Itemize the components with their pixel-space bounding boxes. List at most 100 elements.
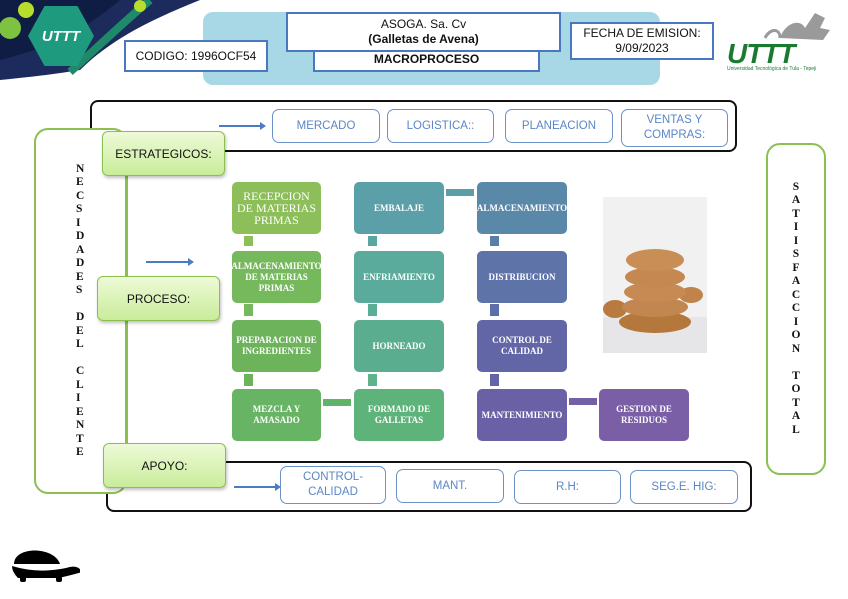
step-label: GESTION DE RESIDUOS: [616, 404, 672, 425]
bar-letter: A: [791, 275, 801, 288]
item-label: LOGISTICA::: [406, 119, 475, 132]
item-label: SEG.E. HIG:: [651, 480, 717, 493]
step-label: ALMACENAMIENTO DE MATERIAS PRIMAS: [231, 260, 322, 293]
bar-letter: I: [76, 216, 81, 229]
step-connector: [244, 374, 253, 386]
bar-letter: E: [76, 324, 84, 337]
strategic-item-mercado[interactable]: MERCADO: [272, 109, 380, 143]
step-label: DISTRIBUCION: [488, 271, 556, 282]
strategic-item-logistica[interactable]: LOGISTICA::: [387, 109, 494, 143]
bar-letter: T: [792, 396, 800, 409]
step-mezcla-amasado[interactable]: MEZCLA Y AMASADO: [232, 389, 321, 441]
bar-letter: S: [76, 203, 83, 215]
bar-letter: D: [76, 257, 85, 269]
step-label: HORNEADO: [372, 340, 426, 351]
step-almacenamiento[interactable]: ALMACENAMIENTO: [477, 182, 567, 234]
bar-letter: I: [793, 234, 799, 247]
bar-letter: A: [76, 243, 85, 256]
bar-letter: C: [791, 288, 801, 301]
step-preparacion-ingredientes[interactable]: PREPARACION DE INGREDIENTES: [232, 320, 321, 372]
bar-letter: S: [792, 180, 800, 193]
support-item-mant[interactable]: MANT.: [396, 469, 504, 503]
item-label: MANT.: [432, 479, 468, 492]
macroproceso-title: MACROPROCESO: [373, 51, 480, 66]
step-horneado[interactable]: HORNEADO: [354, 320, 444, 372]
fecha-value: 9/09/2023: [615, 41, 669, 55]
step-label: MEZCLA Y AMASADO: [252, 404, 301, 425]
bar-letter: T: [792, 207, 800, 220]
fecha-label: FECHA DE EMISION:: [583, 26, 701, 40]
bar-letter: O: [791, 383, 801, 396]
bar-letter: C: [76, 365, 85, 377]
step-connector: [490, 304, 499, 316]
item-label: VENTAS Y COMPRAS:: [643, 114, 706, 141]
category-apoyo[interactable]: APOYO:: [103, 443, 226, 488]
step-label: RECEPCION DE MATERIAS PRIMAS: [236, 189, 316, 227]
bar-letter: L: [76, 378, 84, 391]
item-label: MERCADO: [296, 119, 356, 132]
step-formado-galletas[interactable]: FORMADO DE GALLETAS: [354, 389, 444, 441]
uttt-logo: UTTT Universidad Tecnológica de Tula - T…: [725, 8, 835, 74]
step-label: FORMADO DE GALLETAS: [367, 404, 431, 425]
step-distribucion[interactable]: DISTRIBUCION: [477, 251, 567, 303]
company-box: ASOGA. Sa. Cv (Galletas de Avena): [286, 12, 561, 52]
step-connector: [323, 399, 351, 406]
category-proceso[interactable]: PROCESO:: [97, 276, 220, 321]
codigo-text: CODIGO: 1996OCF54: [135, 48, 257, 63]
step-embalaje[interactable]: EMBALAJE: [354, 182, 444, 234]
bar-letter: E: [76, 405, 84, 418]
step-connector: [490, 374, 499, 386]
bar-letter: I: [76, 392, 81, 404]
bar-letter: A: [791, 410, 801, 423]
step-label: EMBALAJE: [373, 202, 424, 213]
estrategicos-label: ESTRATEGICOS:: [115, 146, 212, 161]
bar-letter: O: [791, 329, 801, 342]
proceso-label: PROCESO:: [126, 291, 191, 306]
step-recepcion-materias-primas[interactable]: RECEPCION DE MATERIAS PRIMAS: [232, 182, 321, 234]
apoyo-label: APOYO:: [141, 458, 188, 473]
support-item-rh[interactable]: R.H:: [514, 470, 621, 504]
uttt-badge-logo: UTTT: [28, 6, 94, 66]
bar-letter: T: [792, 369, 800, 382]
step-connector: [569, 398, 597, 405]
step-label: CONTROL DE CALIDAD: [492, 335, 552, 356]
bar-letter: C: [791, 302, 801, 315]
step-control-calidad[interactable]: CONTROL DE CALIDAD: [477, 320, 567, 372]
bar-letter: A: [791, 194, 801, 207]
bar-letter: I: [793, 315, 799, 328]
castle-icon: [763, 13, 830, 40]
bar-letter: N: [76, 162, 85, 175]
step-enfriamiento[interactable]: ENFRIAMIENTO: [354, 251, 444, 303]
step-mantenimiento[interactable]: MANTENIMIENTO: [477, 389, 567, 441]
bar-letter: N: [76, 419, 85, 431]
step-gestion-residuos[interactable]: GESTION DE RESIDUOS: [599, 389, 689, 441]
bar-letter: E: [76, 176, 84, 188]
arrow-right-icon: [146, 258, 194, 266]
badge-logo-text: UTTT: [41, 27, 81, 45]
logo-subtitle: Universidad Tecnológica de Tula - Tepeji: [727, 66, 817, 72]
bar-letter: L: [76, 338, 84, 350]
strategic-lane: [90, 100, 737, 152]
step-connector: [244, 304, 253, 316]
category-estrategicos[interactable]: ESTRATEGICOS:: [102, 131, 225, 176]
product-name: (Galletas de Avena): [368, 32, 479, 46]
turtle-icon: [12, 550, 80, 582]
step-label: ALMACENAMIENTO: [476, 202, 568, 213]
step-connector: [446, 189, 474, 196]
support-item-control-calidad[interactable]: CONTROL-CALIDAD: [280, 466, 386, 504]
arrow-right-icon: [219, 122, 266, 130]
support-item-seg-hig[interactable]: SEG.E. HIG:: [630, 470, 738, 504]
step-almacenamiento-materias-primas[interactable]: ALMACENAMIENTO DE MATERIAS PRIMAS: [231, 251, 322, 303]
strategic-item-planeacion[interactable]: PLANEACION: [505, 109, 613, 143]
item-label: R.H:: [556, 480, 579, 493]
step-label: ENFRIAMIENTO: [363, 271, 435, 282]
item-label: CONTROL-CALIDAD: [302, 471, 364, 498]
bar-letter: I: [793, 221, 799, 234]
codigo-box: CODIGO: 1996OCF54: [124, 40, 268, 72]
step-connector: [490, 236, 499, 246]
bar-letter: F: [792, 261, 800, 274]
strategic-item-ventas-compras[interactable]: VENTAS Y COMPRAS:: [621, 109, 728, 147]
step-connector: [368, 304, 377, 316]
step-connector: [368, 374, 377, 386]
